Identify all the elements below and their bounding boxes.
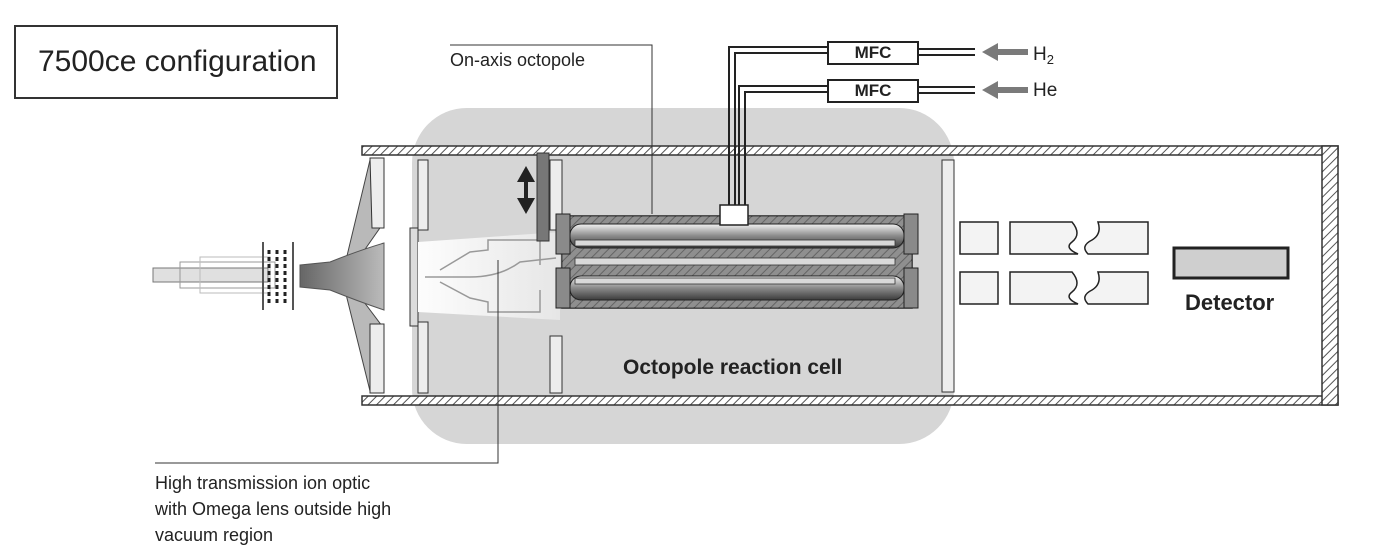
reaction-cell-label: Octopole reaction cell <box>623 356 843 379</box>
mfc-he: MFC <box>827 79 919 103</box>
ion-optic-label-line: High transmission ion optic <box>155 473 371 493</box>
octopole-label: On-axis octopole <box>450 50 586 70</box>
detector-label: Detector <box>1185 290 1275 315</box>
octopole-cell <box>555 204 919 309</box>
gas-inlet-arrows <box>982 43 1028 99</box>
ion-optic-label-line: with Omega lens outside high <box>155 499 392 519</box>
wall-left-cell-bottom <box>549 335 563 394</box>
wall-right-cell <box>941 159 955 393</box>
gas-lines <box>728 46 975 205</box>
mfc-h2: MFC <box>827 41 919 65</box>
gas-h2-symbol: H <box>1033 44 1047 65</box>
housing-bottom-wall <box>361 395 1339 406</box>
gas-h2-subscript: 2 <box>1046 52 1054 67</box>
octopole-leader-line <box>450 44 653 214</box>
ion-optic-label: High transmission ion optic with Omega l… <box>155 470 391 548</box>
ion-optic-leader-line <box>155 260 499 464</box>
gas-h2-label: H2 <box>1033 44 1054 67</box>
valve-double-arrow-icon <box>517 166 535 214</box>
detector-block <box>1172 246 1290 280</box>
ion-optic-label-line: vacuum region <box>155 525 274 545</box>
gas-he-label: He <box>1033 80 1058 101</box>
quadrupole-lenses <box>959 221 1149 305</box>
torch <box>152 242 385 311</box>
diagram-title: 7500ce configuration <box>38 45 317 78</box>
housing-top-wall <box>361 145 1339 156</box>
gate-valve <box>536 152 550 242</box>
housing-end-wall <box>1321 145 1339 406</box>
title-box: 7500ce configuration <box>14 25 338 99</box>
